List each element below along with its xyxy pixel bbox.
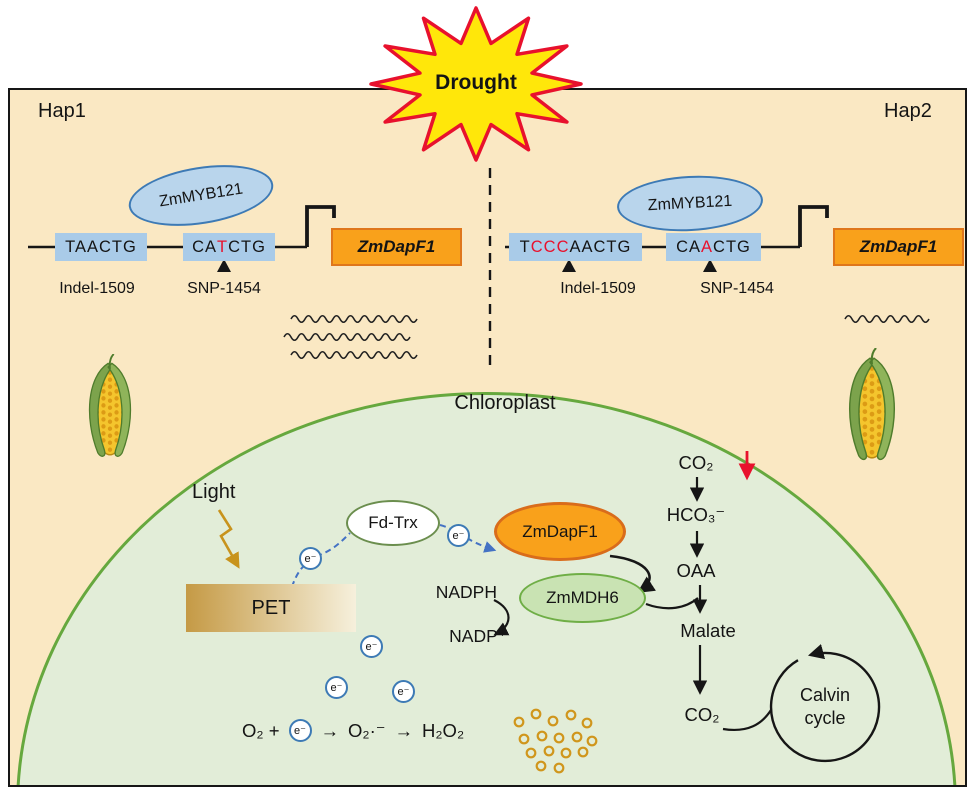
co2-bottom-label: CO₂ (684, 704, 720, 725)
electron-circle-5: e⁻ (392, 680, 415, 703)
co2-top-label: CO₂ (678, 452, 714, 473)
hap2-zmmyb121-label: ZmMYB121 (647, 192, 733, 214)
hap1-zmmyb121-label: ZmMYB121 (157, 180, 244, 211)
hap2-gene-box: ZmDapF1 (833, 228, 964, 266)
nadp-label: NADP⁺ (449, 626, 507, 646)
electron-label: e⁻ (294, 725, 306, 737)
hap1-indel-label: Indel-1509 (59, 280, 135, 297)
hap1-seq1-text: TAACTG (65, 237, 137, 256)
ros-arrow-2: → (394, 719, 414, 741)
h2o2-label: H₂O₂ (422, 719, 465, 741)
zmdapf1-ellipse: ZmDapF1 (494, 502, 626, 561)
electron-label: e⁻ (365, 641, 378, 653)
hco3-label: HCO₃⁻ (666, 504, 726, 525)
chloroplast-title: Chloroplast (454, 392, 556, 414)
hap2-snp-label: SNP-1454 (700, 280, 774, 297)
malate-label: Malate (680, 620, 736, 641)
hap1-seq-box-1: TAACTG (55, 233, 147, 261)
hap2-gene-label: ZmDapF1 (859, 237, 938, 256)
hap1-seq2-snp: T (216, 237, 229, 256)
ros-arrow-1: → (320, 719, 340, 741)
hap2-seq2-post: CTG (713, 237, 751, 256)
pet-box: PET (186, 584, 356, 632)
ros-equation: O₂ + e⁻ → O₂·⁻ → H₂O₂ (242, 719, 464, 742)
hap2-seq2-snp: A (701, 237, 714, 256)
hap1-gene-label: ZmDapF1 (357, 237, 436, 256)
electron-label: e⁻ (330, 682, 343, 694)
superoxide-label: O₂·⁻ (348, 719, 386, 741)
fd-trx-ellipse: Fd-Trx (346, 500, 440, 546)
zmmdh6-label: ZmMDH6 (546, 588, 619, 607)
hap2-seq1-indel: CCC (530, 237, 570, 256)
hap2-seq1-pre: T (519, 237, 531, 256)
calvin-line-2: cycle (804, 707, 846, 728)
electron-circle-2: e⁻ (447, 524, 470, 547)
ros-o2-label: O₂ + (242, 719, 280, 741)
pet-label: PET (251, 596, 291, 619)
main-panel (8, 88, 967, 787)
hap1-snp-label: SNP-1454 (187, 280, 261, 297)
hap1-seq2-post: CTG (228, 237, 266, 256)
electron-circle-4: e⁻ (325, 676, 348, 699)
oaa-label: OAA (676, 560, 716, 581)
zmmdh6-ellipse: ZmMDH6 (519, 573, 646, 623)
nadph-label: NADPH (435, 582, 497, 602)
electron-label: e⁻ (304, 553, 317, 565)
electron-label: e⁻ (452, 530, 465, 542)
hap2-seq2-pre: CA (676, 237, 702, 256)
electron-label: e⁻ (397, 686, 410, 698)
hap2-seq1-post: AACTG (569, 237, 632, 256)
hap2-indel-label: Indel-1509 (560, 280, 636, 297)
electron-circle-1: e⁻ (299, 547, 322, 570)
zmdapf1-label: ZmDapF1 (522, 521, 598, 541)
hap1-gene-box: ZmDapF1 (331, 228, 462, 266)
drought-label: Drought (435, 71, 517, 94)
calvin-line-1: Calvin (799, 685, 851, 705)
electron-circle-6: e⁻ (288, 719, 312, 742)
light-label: Light (192, 481, 236, 503)
electron-circle-3: e⁻ (360, 635, 383, 658)
calvin-cycle-label: Calvin cycle (770, 684, 880, 729)
hap1-label: Hap1 (38, 100, 86, 122)
hap1-seq2-pre: CA (192, 237, 217, 256)
fd-trx-label: Fd-Trx (368, 513, 418, 532)
hap2-label: Hap2 (884, 100, 932, 122)
